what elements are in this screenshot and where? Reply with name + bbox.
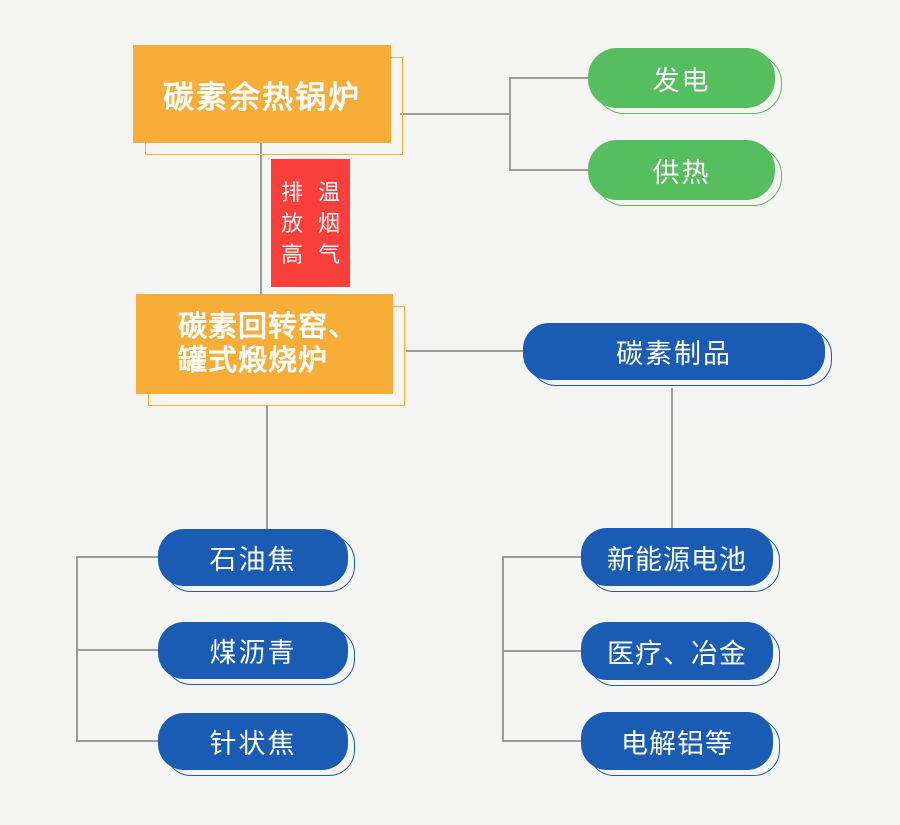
node-coal-pitch: 煤沥青 <box>158 622 355 685</box>
connector-line <box>502 556 581 558</box>
connector-line <box>502 556 504 742</box>
connector-line <box>76 556 158 558</box>
node-carbon-products: 碳素制品 <box>523 323 832 386</box>
node-power-generation: 发电 <box>588 48 782 114</box>
connector-line <box>509 169 588 171</box>
connector-line <box>76 649 158 651</box>
connector-line <box>671 388 673 528</box>
connector-line <box>502 650 581 652</box>
node-electrolytic-aluminum: 电解铝等 <box>581 712 780 776</box>
node-petroleum-coke: 石油焦 <box>158 529 355 592</box>
connector-line <box>502 740 581 742</box>
node-medical-metallurgy: 医疗、冶金 <box>581 622 780 686</box>
connector-line <box>509 77 588 79</box>
node-heat-supply: 供热 <box>588 140 782 206</box>
node-label: 碳素制品 <box>616 339 732 369</box>
node-label: 新能源电池 <box>607 544 747 575</box>
connector-line <box>509 78 511 170</box>
connector-line <box>76 740 158 742</box>
node-label-line1: 碳素回转窑、 <box>178 311 359 343</box>
node-new-energy-battery: 新能源电池 <box>581 528 780 592</box>
edge-label-flue-gas: 排放高 温烟气 <box>271 159 350 287</box>
flue-gas-column-1: 排放高 <box>280 179 303 267</box>
node-label: 煤沥青 <box>209 638 297 668</box>
connector-line <box>260 143 262 294</box>
node-label: 供热 <box>652 157 711 188</box>
node-label: 石油焦 <box>209 545 297 575</box>
node-rotary-kiln-calciner: 碳素回转窑、 罐式煅烧炉 <box>136 294 405 406</box>
connector-line <box>400 113 510 115</box>
node-label: 电解铝等 <box>621 728 733 759</box>
node-label-line2: 罐式煅烧炉 <box>178 345 329 377</box>
connector-line <box>266 406 268 529</box>
node-needle-coke: 针状焦 <box>158 713 355 776</box>
node-label: 发电 <box>652 65 711 96</box>
flue-gas-column-2: 温烟气 <box>317 179 340 267</box>
node-label: 医疗、冶金 <box>607 638 747 669</box>
connector-line <box>406 350 523 352</box>
node-label: 针状焦 <box>209 729 297 759</box>
node-waste-heat-boiler: 碳素余热锅炉 <box>133 45 403 155</box>
node-label: 碳素余热锅炉 <box>163 79 361 115</box>
